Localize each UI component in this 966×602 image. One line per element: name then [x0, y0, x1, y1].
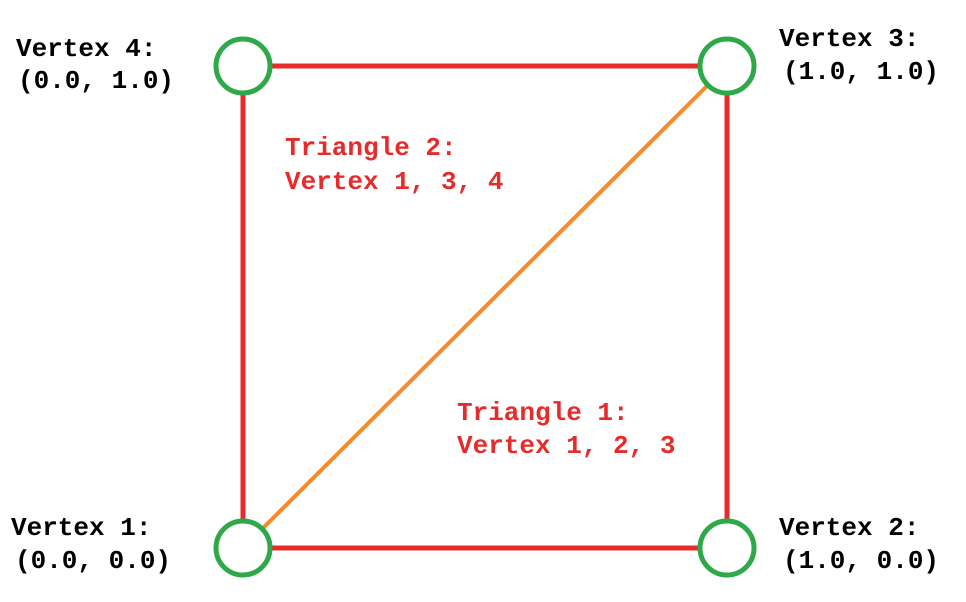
vertex-1-marker — [213, 518, 273, 578]
vertex-1-coords: (0.0, 0.0) — [15, 546, 171, 576]
triangle-1-title: Triangle 1: — [457, 398, 629, 428]
edge-diagonal — [241, 64, 729, 550]
vertex-4-coords: (0.0, 1.0) — [18, 66, 174, 96]
triangle-2-vertices: Vertex 1, 3, 4 — [285, 167, 503, 197]
triangle-2-title: Triangle 2: — [285, 133, 457, 163]
vertex-2-marker — [697, 518, 757, 578]
vertex-4-marker — [213, 36, 273, 96]
vertex-4-name: Vertex 4: — [16, 34, 156, 64]
vertex-2-coords: (1.0, 0.0) — [783, 546, 939, 576]
vertex-3-name: Vertex 3: — [779, 24, 919, 54]
vertex-3-coords: (1.0, 1.0) — [783, 57, 939, 87]
vertex-2-name: Vertex 2: — [779, 513, 919, 543]
triangle-1-vertices: Vertex 1, 2, 3 — [457, 431, 675, 461]
vertex-3-marker — [697, 36, 757, 96]
vertex-1-name: Vertex 1: — [11, 513, 151, 543]
